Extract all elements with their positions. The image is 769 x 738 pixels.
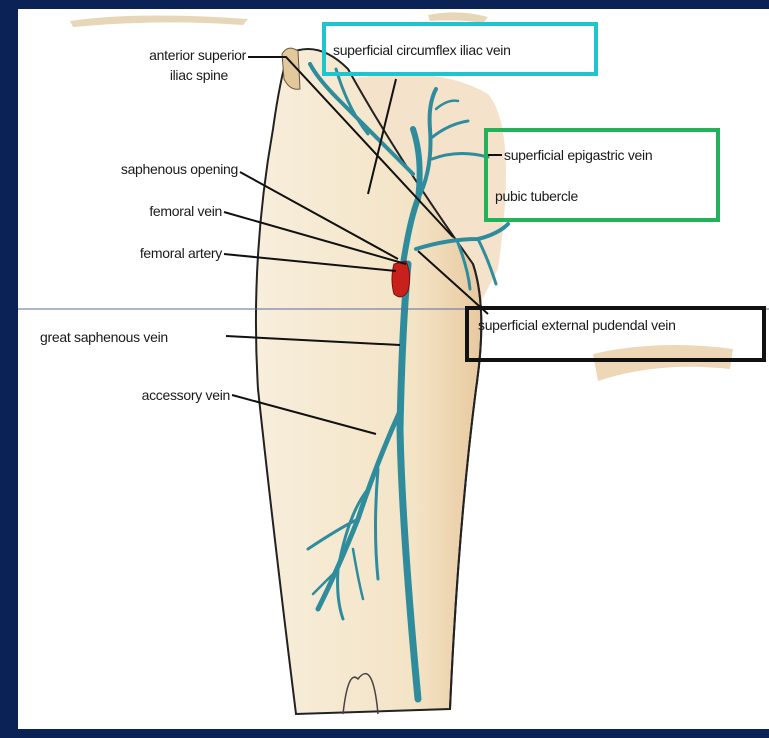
label-superficial-epigastric-vein: superficial epigastric vein bbox=[504, 147, 652, 163]
label-pubic-tubercle: pubic tubercle bbox=[495, 188, 578, 204]
box-pudendal bbox=[465, 306, 766, 362]
top-smudge-left bbox=[70, 15, 248, 27]
label-great-saphenous-vein: great saphenous vein bbox=[40, 329, 168, 345]
leg-illustration bbox=[18, 9, 769, 729]
label-femoral-vein: femoral vein bbox=[38, 203, 222, 219]
label-saphenous-opening: saphenous opening bbox=[38, 161, 238, 177]
label-accessory-vein: accessory vein bbox=[38, 387, 230, 403]
diagram-canvas: anterior superior iliac spine saphenous … bbox=[18, 9, 769, 729]
box-epigastric-pubic bbox=[484, 128, 720, 222]
label-femoral-artery: femoral artery bbox=[38, 245, 222, 261]
femoral-artery-shape bbox=[392, 261, 410, 297]
label-asis-line2: iliac spine bbox=[78, 67, 228, 83]
label-asis-line1: anterior superior bbox=[78, 47, 246, 63]
label-superficial-circumflex-iliac-vein: superficial circumflex iliac vein bbox=[333, 42, 511, 58]
label-superficial-external-pudendal-vein: superficial external pudendal vein bbox=[478, 317, 676, 333]
